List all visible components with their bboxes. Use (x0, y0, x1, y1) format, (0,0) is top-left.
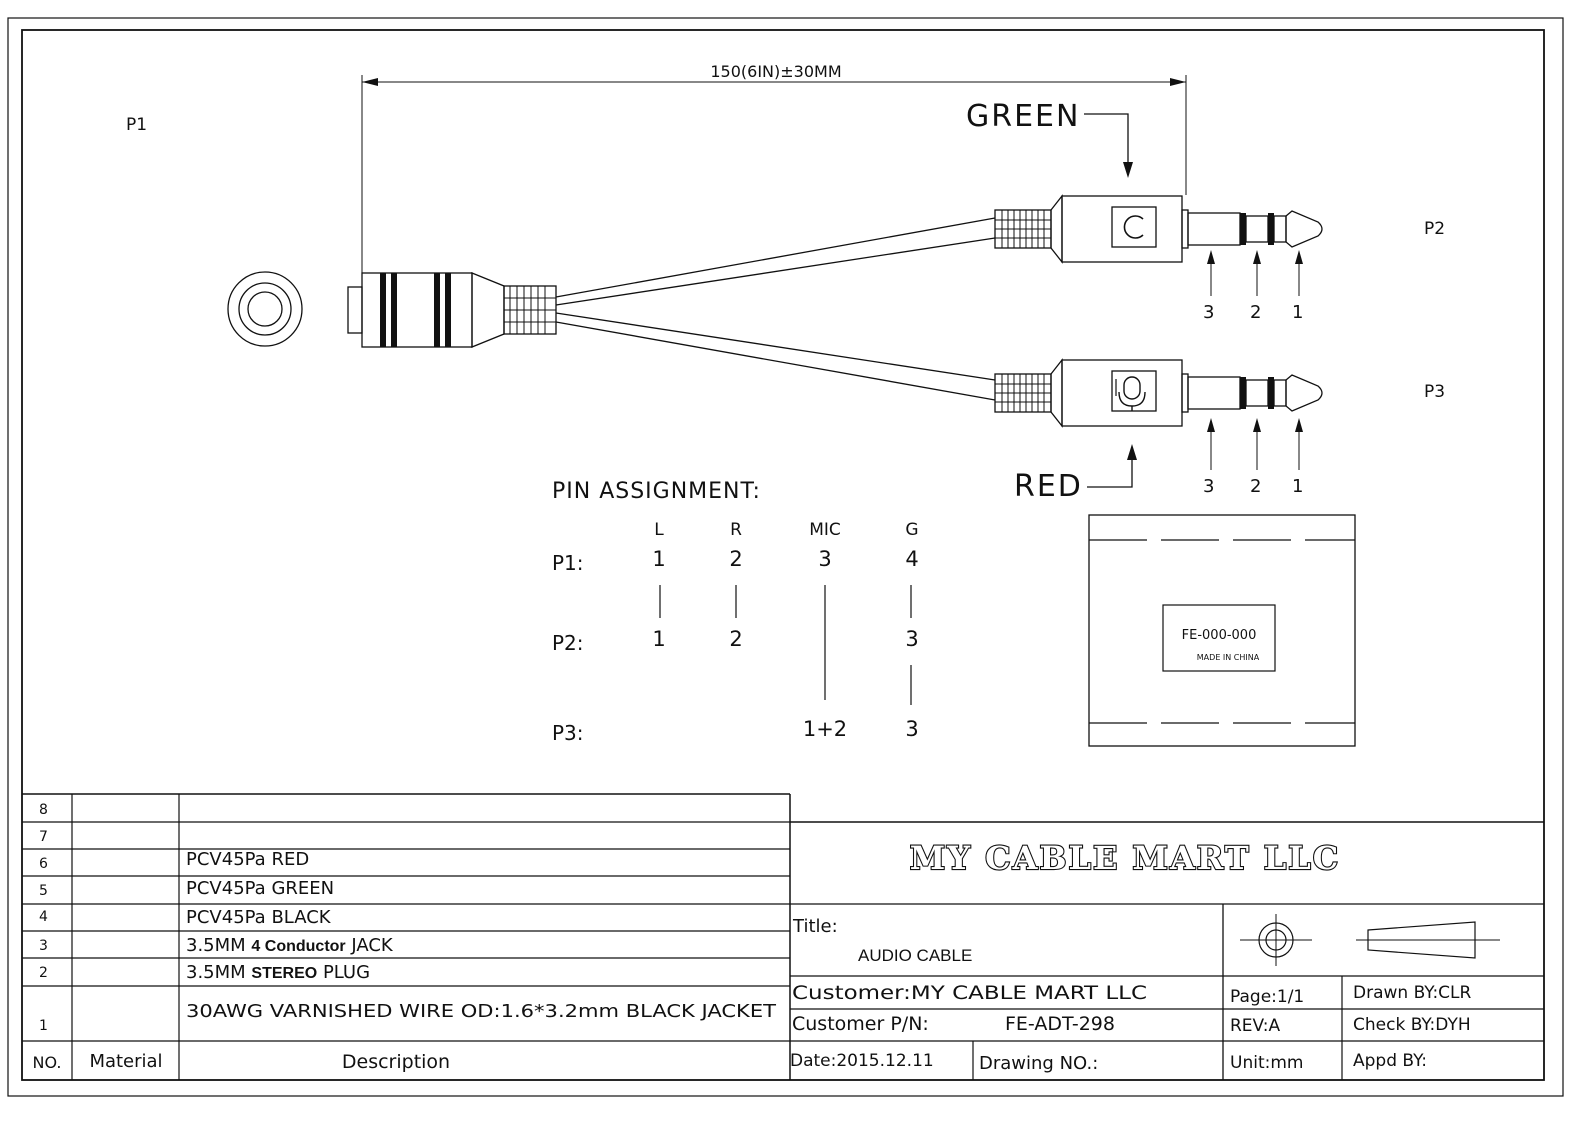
drawn-by-text: Drawn BY:CLR (1353, 983, 1472, 1003)
p1-l-pin: 1 (652, 547, 665, 571)
p1-label: P1 (126, 115, 147, 135)
bom-desc-6: PCV45Pa RED (186, 849, 309, 870)
p2-label: P2 (1424, 219, 1445, 239)
green-arrow (1084, 113, 1133, 178)
bom-no-8: 8 (39, 802, 48, 818)
cable-tag (1088, 514, 1356, 747)
bom-desc-3-b: 4 Conductor (251, 938, 345, 955)
pin-row-p1-label: P1: (552, 551, 584, 575)
bom-desc-2: 3.5MM STEREO PLUG (186, 962, 370, 983)
red-label: RED (1014, 469, 1083, 504)
drawing-no-label: Drawing NO.: (979, 1053, 1098, 1074)
plug-p2 (994, 194, 1323, 296)
check-by-text: Check BY:DYH (1353, 1015, 1471, 1035)
bom-desc-1: 30AWG VARNISHED WIRE OD:1.6*3.2mm BLACK … (186, 1001, 777, 1022)
pin-col-mic: MIC (809, 520, 841, 540)
bom-desc-2-a: 3.5MM (186, 962, 251, 983)
bom-desc-2-c: PLUG (317, 962, 370, 983)
dimension-text: 150(6IN)±30MM (710, 62, 841, 81)
customer-pn-value: FE-ADT-298 (1005, 1013, 1115, 1035)
rev-text: REV:A (1230, 1016, 1281, 1036)
tag-code: FE-000-000 (1182, 628, 1257, 643)
tag-origin: MADE IN CHINA (1197, 653, 1260, 662)
bom-no-5: 5 (39, 883, 48, 899)
date-text: Date:2015.12.11 (790, 1051, 934, 1071)
p1-g-pin: 4 (905, 547, 918, 571)
pin-connection-lines (659, 585, 912, 705)
bom-table-lines (22, 793, 791, 1080)
inner-frame (21, 29, 1545, 1081)
title-value: AUDIO CABLE (858, 946, 972, 965)
pin-col-g: G (905, 520, 918, 540)
pin-row-p3-label: P3: (552, 721, 584, 745)
p2-l-pin: 1 (652, 627, 665, 651)
bom-no-1: 1 (39, 1018, 48, 1034)
bom-header-description: Description (342, 1051, 450, 1073)
pin-col-l: L (654, 520, 664, 540)
title-label: Title: (792, 916, 838, 937)
bom-desc-4: PCV45Pa BLACK (186, 907, 332, 928)
appd-by-text: Appd BY: (1353, 1051, 1427, 1071)
bom-desc-5: PCV45Pa GREEN (186, 878, 334, 899)
bom-no-4: 4 (39, 909, 48, 925)
red-arrow (1087, 444, 1137, 488)
cable-to-p3 (555, 312, 996, 401)
bom-no-2: 2 (39, 965, 48, 981)
jack-front-view (227, 271, 303, 347)
p3-pin-3: 3 (1203, 476, 1214, 497)
bom-no-7: 7 (39, 829, 48, 845)
bom-desc-2-b: STEREO (251, 965, 317, 982)
customer-text: Customer:MY CABLE MART LLC (792, 982, 1147, 1004)
p1-r-pin: 2 (729, 547, 742, 571)
p2-pin-2: 2 (1250, 302, 1261, 323)
pin-assignment-title: PIN ASSIGNMENT: (552, 479, 761, 504)
bom-header-no: NO. (33, 1053, 62, 1072)
outer-frame (7, 17, 1564, 1097)
customer-pn-label: Customer P/N: (792, 1013, 929, 1035)
p3-mic-pin: 1+2 (803, 717, 847, 741)
unit-text: Unit:mm (1230, 1053, 1303, 1073)
pin-col-r: R (730, 520, 742, 540)
p3-label: P3 (1424, 382, 1445, 402)
bom-no-6: 6 (39, 856, 48, 872)
bom-desc-3-a: 3.5MM (186, 935, 251, 956)
green-label: GREEN (966, 99, 1080, 134)
p1-mic-pin: 3 (818, 547, 831, 571)
p2-pin-1: 1 (1292, 302, 1303, 323)
bom-header-material: Material (89, 1051, 162, 1072)
bom-no-3: 3 (39, 938, 48, 954)
p2-g-pin: 3 (905, 627, 918, 651)
plug-p3 (994, 358, 1323, 470)
p3-pin-2: 2 (1250, 476, 1261, 497)
bom-desc-3: 3.5MM 4 Conductor JACK (186, 935, 394, 956)
p2-pin-3: 3 (1203, 302, 1214, 323)
company-logo-text: MY CABLE MART LLC (910, 839, 1340, 877)
projection-symbol (1240, 914, 1500, 966)
cable-to-p2 (555, 217, 996, 306)
female-jack (347, 272, 557, 348)
page-text: Page:1/1 (1230, 987, 1304, 1007)
pin-row-p2-label: P2: (552, 631, 584, 655)
bom-desc-3-c: JACK (346, 935, 394, 956)
p2-r-pin: 2 (729, 627, 742, 651)
p3-pin-1: 1 (1292, 476, 1303, 497)
title-block-lines (790, 821, 1544, 1080)
dimension-line (361, 75, 1187, 285)
p3-g-pin: 3 (905, 717, 918, 741)
